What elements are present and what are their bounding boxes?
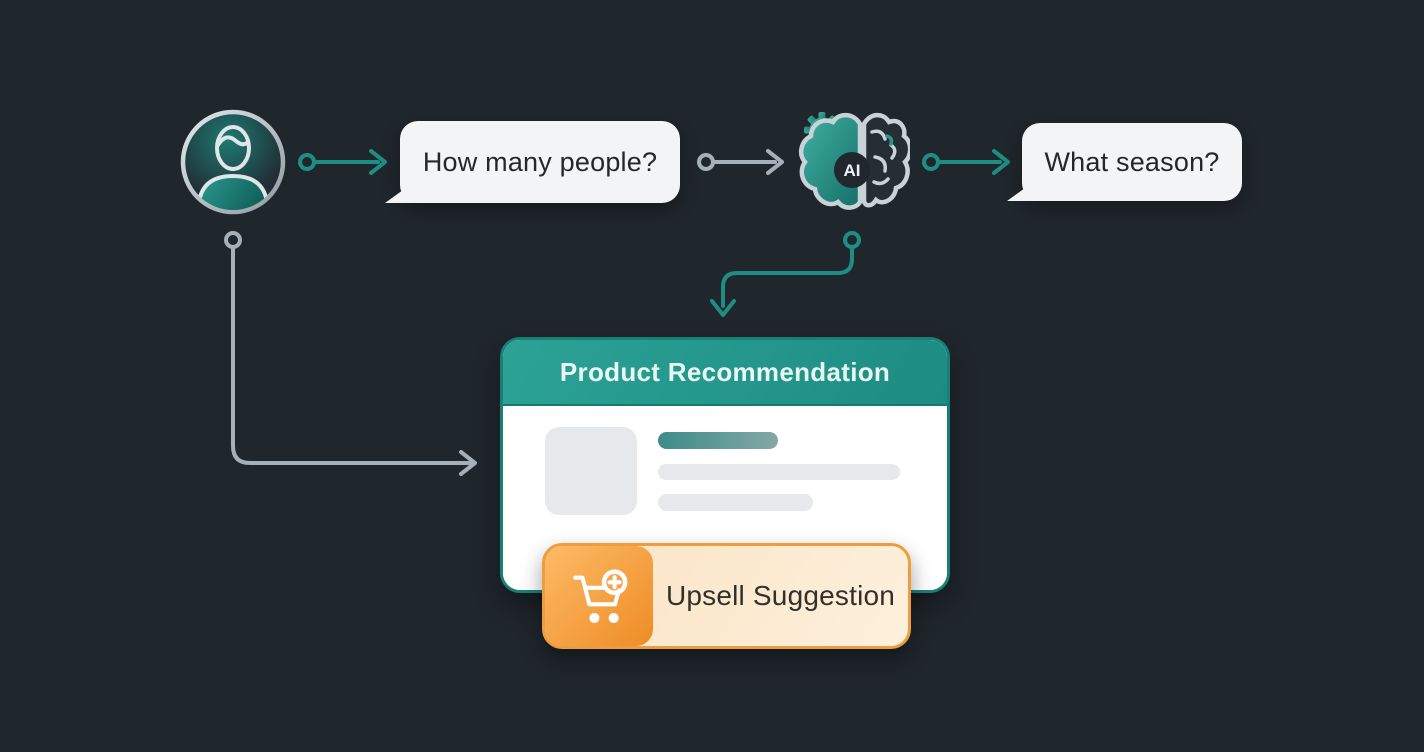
question1-text: How many people? [422,146,658,177]
upsell-banner: Upsell Suggestion [542,543,911,649]
connector-user-to-card [224,231,477,476]
upsell-label-box: Upsell Suggestion [653,546,908,646]
text-line-gray-1 [658,464,900,480]
ai-label: AI [844,161,861,180]
arrow-question1-to-ai [697,149,784,175]
card-title: Product Recommendation [559,356,891,387]
cart-plus-icon [545,546,653,646]
product-image-placeholder [545,427,637,515]
upsell-label: Upsell Suggestion [665,580,896,611]
connector-ai-to-card [710,231,861,317]
user-avatar-icon [180,109,286,215]
question2-text: What season? [1044,146,1220,177]
bubble-tail [1007,175,1043,201]
chat-bubble-question2: What season? [1007,123,1242,201]
card-header: Product Recommendation [503,340,947,406]
chat-bubble-question1: How many people? [385,121,680,203]
arrow-ai-to-question2 [922,149,1010,175]
bubble-tail [385,177,421,203]
arrow-user-to-question1 [298,149,387,175]
text-line-gray-2 [658,494,813,511]
ai-brain-icon: AI [798,112,910,210]
text-line-teal [658,432,778,449]
